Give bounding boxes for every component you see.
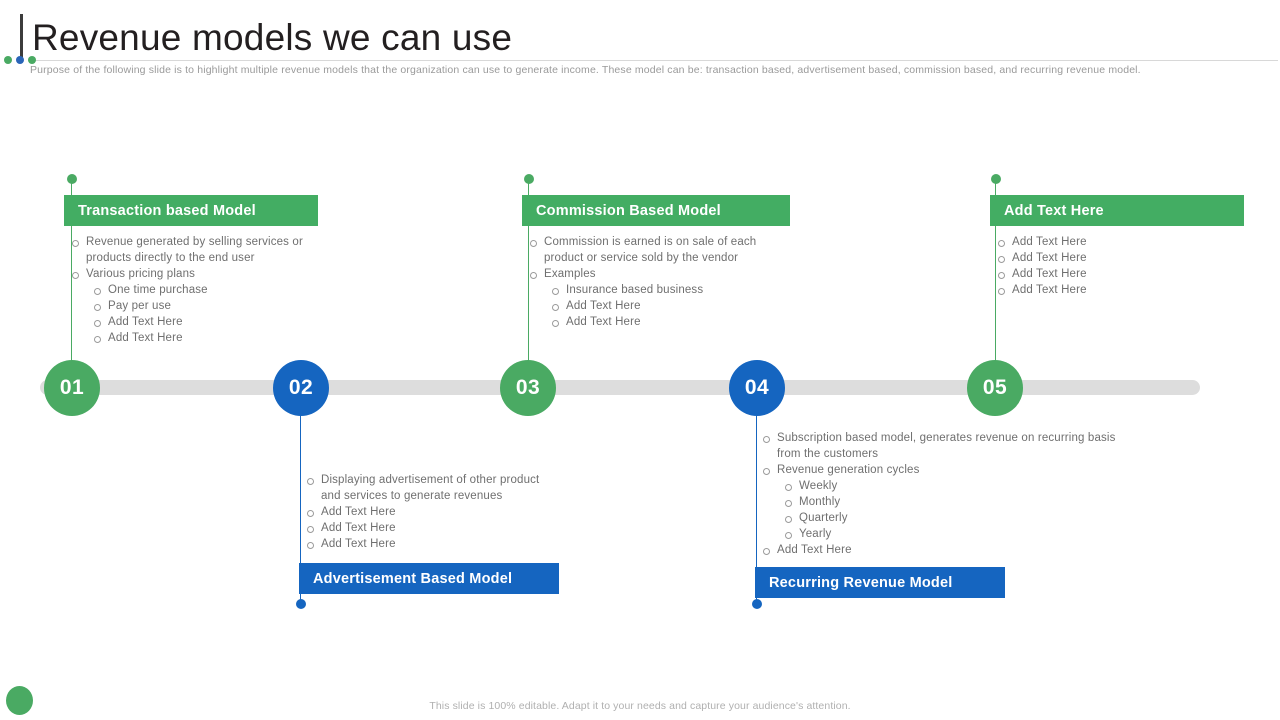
list-item: Add Text Here <box>64 330 318 346</box>
list-item: Insurance based business <box>522 282 790 298</box>
list-item: Add Text Here <box>755 542 1130 558</box>
decorative-dots <box>4 56 36 64</box>
card-transaction-bullets: Revenue generated by selling services or… <box>64 226 318 346</box>
list-item: Revenue generation cycles <box>755 462 1130 478</box>
card-commission-header: Commission Based Model <box>522 195 790 226</box>
list-item: Revenue generated by selling services or… <box>64 234 318 266</box>
timeline-node-04[interactable]: 04 <box>729 360 785 416</box>
card-advertisement-bullets: Displaying advertisement of other produc… <box>299 472 559 552</box>
title-accent-bar <box>20 14 23 60</box>
timeline-track <box>40 380 1200 395</box>
list-item: Add Text Here <box>990 282 1244 298</box>
card-transaction[interactable]: Transaction based Model Revenue generate… <box>64 195 318 346</box>
timeline-node-04-label: 04 <box>744 376 770 399</box>
connector-line-01 <box>71 180 72 362</box>
list-item: Add Text Here <box>299 536 559 552</box>
card-recurring[interactable]: Subscription based model, generates reve… <box>755 430 1130 598</box>
timeline-node-03-label: 03 <box>515 376 541 399</box>
page-title: Revenue models we can use <box>32 17 513 58</box>
list-item: Add Text Here <box>522 314 790 330</box>
card-placeholder-header: Add Text Here <box>990 195 1244 226</box>
card-recurring-title: Recurring Revenue Model <box>769 574 953 591</box>
dot-green-2 <box>28 56 36 64</box>
dot-blue <box>16 56 24 64</box>
list-item: Quarterly <box>755 510 1130 526</box>
timeline-node-03[interactable]: 03 <box>500 360 556 416</box>
card-commission[interactable]: Commission Based Model Commission is ear… <box>522 195 790 330</box>
connector-tip-01 <box>67 174 77 184</box>
list-item: Add Text Here <box>299 504 559 520</box>
timeline-node-02-label: 02 <box>288 376 314 399</box>
list-item: Add Text Here <box>299 520 559 536</box>
connector-line-05 <box>995 180 996 362</box>
timeline-node-01-label: 01 <box>59 376 85 399</box>
timeline-node-01[interactable]: 01 <box>44 360 100 416</box>
header-divider <box>28 60 1278 61</box>
connector-line-04 <box>756 414 757 604</box>
list-item: One time purchase <box>64 282 318 298</box>
connector-line-02 <box>300 414 301 604</box>
connector-tip-03 <box>524 174 534 184</box>
list-item: Commission is earned is on sale of each … <box>522 234 790 266</box>
card-placeholder[interactable]: Add Text Here Add Text Here Add Text Her… <box>990 195 1244 298</box>
card-advertisement-title: Advertisement Based Model <box>313 570 513 587</box>
connector-tip-02 <box>296 599 306 609</box>
card-advertisement-header: Advertisement Based Model <box>299 563 559 594</box>
list-item: Add Text Here <box>990 250 1244 266</box>
timeline-node-05[interactable]: 05 <box>967 360 1023 416</box>
footer-accent-dot <box>6 686 33 715</box>
list-item: Monthly <box>755 494 1130 510</box>
list-item: Subscription based model, generates reve… <box>755 430 1130 462</box>
list-item: Add Text Here <box>522 298 790 314</box>
list-item: Displaying advertisement of other produc… <box>299 472 559 504</box>
card-advertisement[interactable]: Displaying advertisement of other produc… <box>299 472 559 594</box>
card-recurring-bullets: Subscription based model, generates reve… <box>755 430 1130 558</box>
connector-line-03 <box>528 180 529 362</box>
card-placeholder-bullets: Add Text Here Add Text Here Add Text Her… <box>990 226 1244 298</box>
card-transaction-header: Transaction based Model <box>64 195 318 226</box>
card-commission-title: Commission Based Model <box>536 202 721 219</box>
list-item: Yearly <box>755 526 1130 542</box>
list-item: Weekly <box>755 478 1130 494</box>
dot-green-1 <box>4 56 12 64</box>
list-item: Add Text Here <box>990 266 1244 282</box>
card-recurring-header: Recurring Revenue Model <box>755 567 1005 598</box>
page-subtitle: Purpose of the following slide is to hig… <box>30 64 1141 76</box>
timeline-node-05-label: 05 <box>982 376 1008 399</box>
list-item: Add Text Here <box>990 234 1244 250</box>
list-item: Pay per use <box>64 298 318 314</box>
footer-note: This slide is 100% editable. Adapt it to… <box>429 700 851 712</box>
list-item: Examples <box>522 266 790 282</box>
timeline-node-02[interactable]: 02 <box>273 360 329 416</box>
connector-tip-05 <box>991 174 1001 184</box>
card-transaction-title: Transaction based Model <box>78 202 256 219</box>
card-placeholder-title: Add Text Here <box>1004 202 1104 219</box>
list-item: Various pricing plans <box>64 266 318 282</box>
card-commission-bullets: Commission is earned is on sale of each … <box>522 226 790 330</box>
connector-tip-04 <box>752 599 762 609</box>
list-item: Add Text Here <box>64 314 318 330</box>
